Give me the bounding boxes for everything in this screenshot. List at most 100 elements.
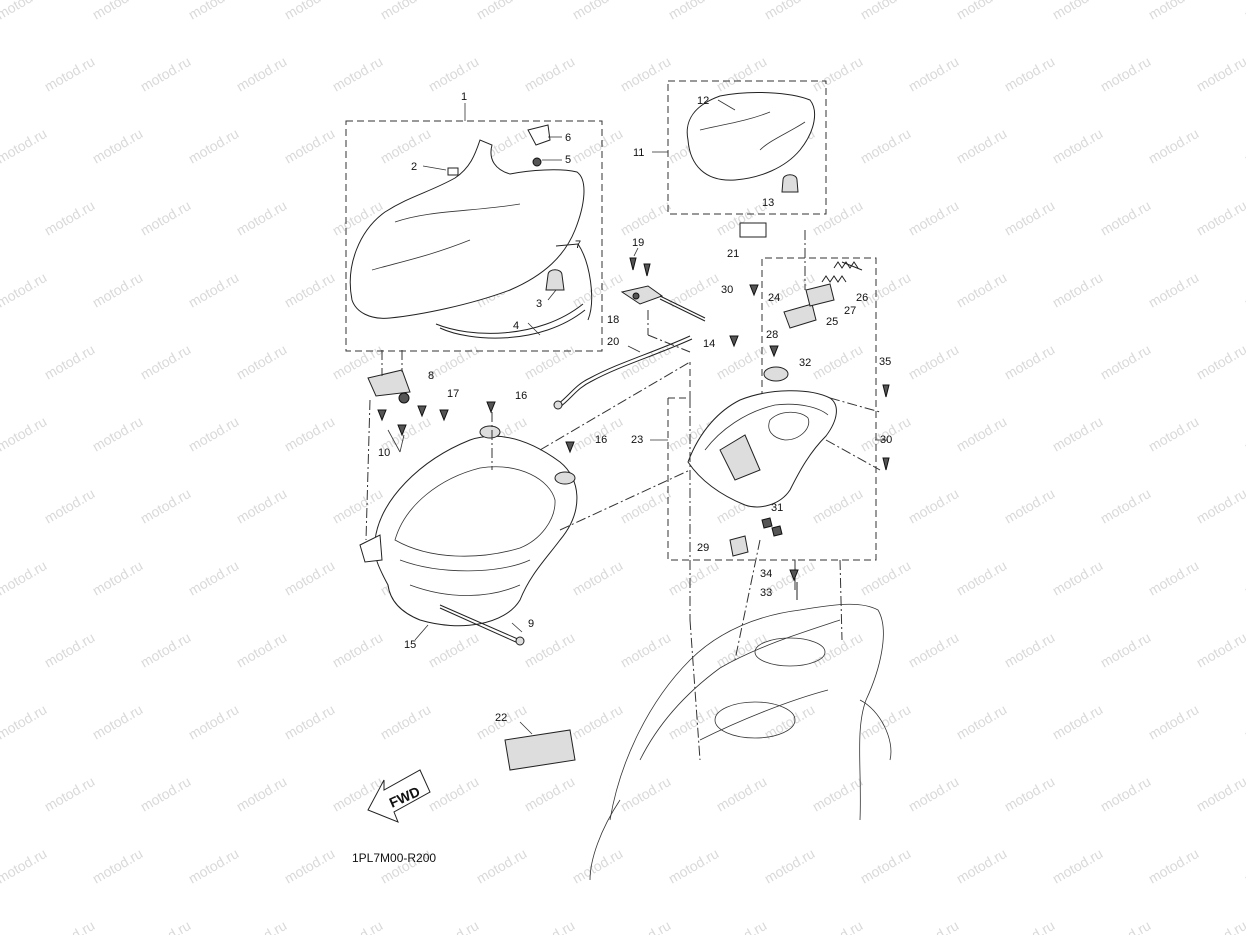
part-label[interactable]: 26 [856, 292, 868, 304]
watermark-text: motod.ru [1194, 485, 1246, 526]
watermark-text: motod.ru [0, 341, 1, 382]
part-label[interactable]: 11 [633, 147, 644, 159]
part-label[interactable]: 6 [565, 132, 571, 144]
part-label[interactable]: 32 [799, 357, 811, 369]
nut[interactable] [771, 525, 783, 537]
manual-sheet[interactable] [504, 729, 576, 771]
screw[interactable] [643, 263, 651, 277]
part-label[interactable]: 24 [768, 292, 780, 304]
screw[interactable] [769, 345, 779, 358]
part-label[interactable]: 9 [528, 618, 534, 630]
pin[interactable] [841, 261, 863, 271]
watermark-text: motod.ru [954, 413, 1010, 454]
part-label[interactable]: 22 [495, 712, 507, 724]
part-label[interactable]: 17 [447, 388, 459, 400]
watermark-text: motod.ru [954, 269, 1010, 310]
part-label[interactable]: 21 [727, 248, 739, 260]
screw[interactable] [439, 409, 449, 422]
screw[interactable] [417, 405, 427, 418]
seat-damper[interactable] [781, 174, 799, 193]
part-label[interactable]: 18 [607, 314, 619, 326]
watermark-text: motod.ru [1242, 845, 1246, 886]
watermark-text: motod.ru [0, 0, 49, 23]
part-label[interactable]: 16 [595, 434, 607, 446]
watermark-text: motod.ru [90, 125, 146, 166]
spring[interactable] [821, 275, 847, 283]
screw[interactable] [749, 284, 759, 297]
part-label[interactable]: 7 [575, 239, 581, 251]
bracket[interactable] [527, 124, 551, 146]
part-label[interactable]: 16 [515, 390, 527, 402]
watermark-text: motod.ru [1194, 773, 1246, 814]
part-label[interactable]: 4 [513, 320, 519, 332]
grommet[interactable] [763, 366, 789, 382]
screw[interactable] [882, 384, 890, 398]
cable[interactable] [555, 243, 593, 321]
watermark-text: motod.ru [570, 125, 626, 166]
watermark-text: motod.ru [1098, 53, 1154, 94]
part-label[interactable]: 29 [697, 542, 709, 554]
watermark-text: motod.ru [522, 773, 578, 814]
part-label[interactable]: 1 [461, 91, 467, 103]
part-label[interactable]: 27 [844, 305, 856, 317]
part-label[interactable]: 15 [404, 639, 416, 651]
seat[interactable] [349, 139, 585, 319]
nut[interactable] [761, 517, 773, 529]
watermark-text: motod.ru [906, 629, 962, 670]
storage-box [359, 350, 691, 646]
under-cowl[interactable] [687, 390, 837, 508]
screw[interactable] [629, 257, 637, 271]
part-label[interactable]: 23 [631, 434, 643, 446]
watermark-text: motod.ru [234, 197, 290, 238]
watermark-text: motod.ru [714, 773, 770, 814]
bolt[interactable] [439, 604, 521, 641]
damper[interactable] [545, 269, 565, 291]
seat-lock-cable[interactable] [557, 335, 691, 405]
part-label[interactable]: 31 [771, 502, 783, 514]
watermark-text: motod.ru [378, 0, 434, 23]
seat-lock[interactable] [620, 285, 664, 305]
bolt[interactable] [486, 401, 496, 414]
part-label[interactable]: 2 [411, 161, 417, 173]
watermark-text: motod.ru [138, 917, 194, 935]
part-label[interactable]: 14 [703, 338, 715, 350]
watermark-text: motod.ru [186, 413, 242, 454]
part-label[interactable]: 34 [760, 568, 772, 580]
label-plate[interactable] [739, 222, 767, 238]
watermark-text: motod.ru [522, 53, 578, 94]
screw[interactable] [397, 424, 407, 437]
part-label[interactable]: 12 [697, 95, 709, 107]
part-label[interactable]: 25 [826, 316, 838, 328]
clip[interactable] [729, 535, 749, 557]
screw[interactable] [377, 409, 387, 422]
part-label[interactable]: 13 [762, 197, 774, 209]
part-label[interactable]: 35 [879, 356, 891, 368]
part-label[interactable]: 20 [607, 336, 619, 348]
watermark-text: motod.ru [234, 629, 290, 670]
part-label[interactable]: 3 [536, 298, 542, 310]
watermark-text: motod.ru [810, 485, 866, 526]
spring[interactable] [833, 261, 859, 269]
part-label[interactable]: 28 [766, 329, 778, 341]
part-label[interactable]: 30 [880, 434, 892, 446]
hinge-bracket[interactable] [367, 369, 411, 397]
trim-strip[interactable] [439, 309, 586, 339]
seat-hinge[interactable] [783, 303, 817, 329]
part-label[interactable]: 8 [428, 370, 434, 382]
seat-cover[interactable] [686, 92, 816, 181]
watermark-text: motod.ru [426, 773, 482, 814]
bolt[interactable] [565, 441, 575, 454]
nut[interactable] [532, 157, 542, 167]
screw[interactable] [789, 569, 799, 582]
part-label[interactable]: 10 [378, 447, 390, 459]
part-label[interactable]: 19 [632, 237, 644, 249]
part-label[interactable]: 33 [760, 587, 772, 599]
hinge-plate[interactable] [805, 283, 835, 307]
part-label[interactable]: 30 [721, 284, 733, 296]
screw[interactable] [729, 335, 739, 348]
helmet-box[interactable] [373, 435, 578, 627]
part-label[interactable]: 5 [565, 154, 571, 166]
screw[interactable] [882, 457, 890, 471]
watermark-text: motod.ru [234, 773, 290, 814]
watermark-text: motod.ru [138, 197, 194, 238]
